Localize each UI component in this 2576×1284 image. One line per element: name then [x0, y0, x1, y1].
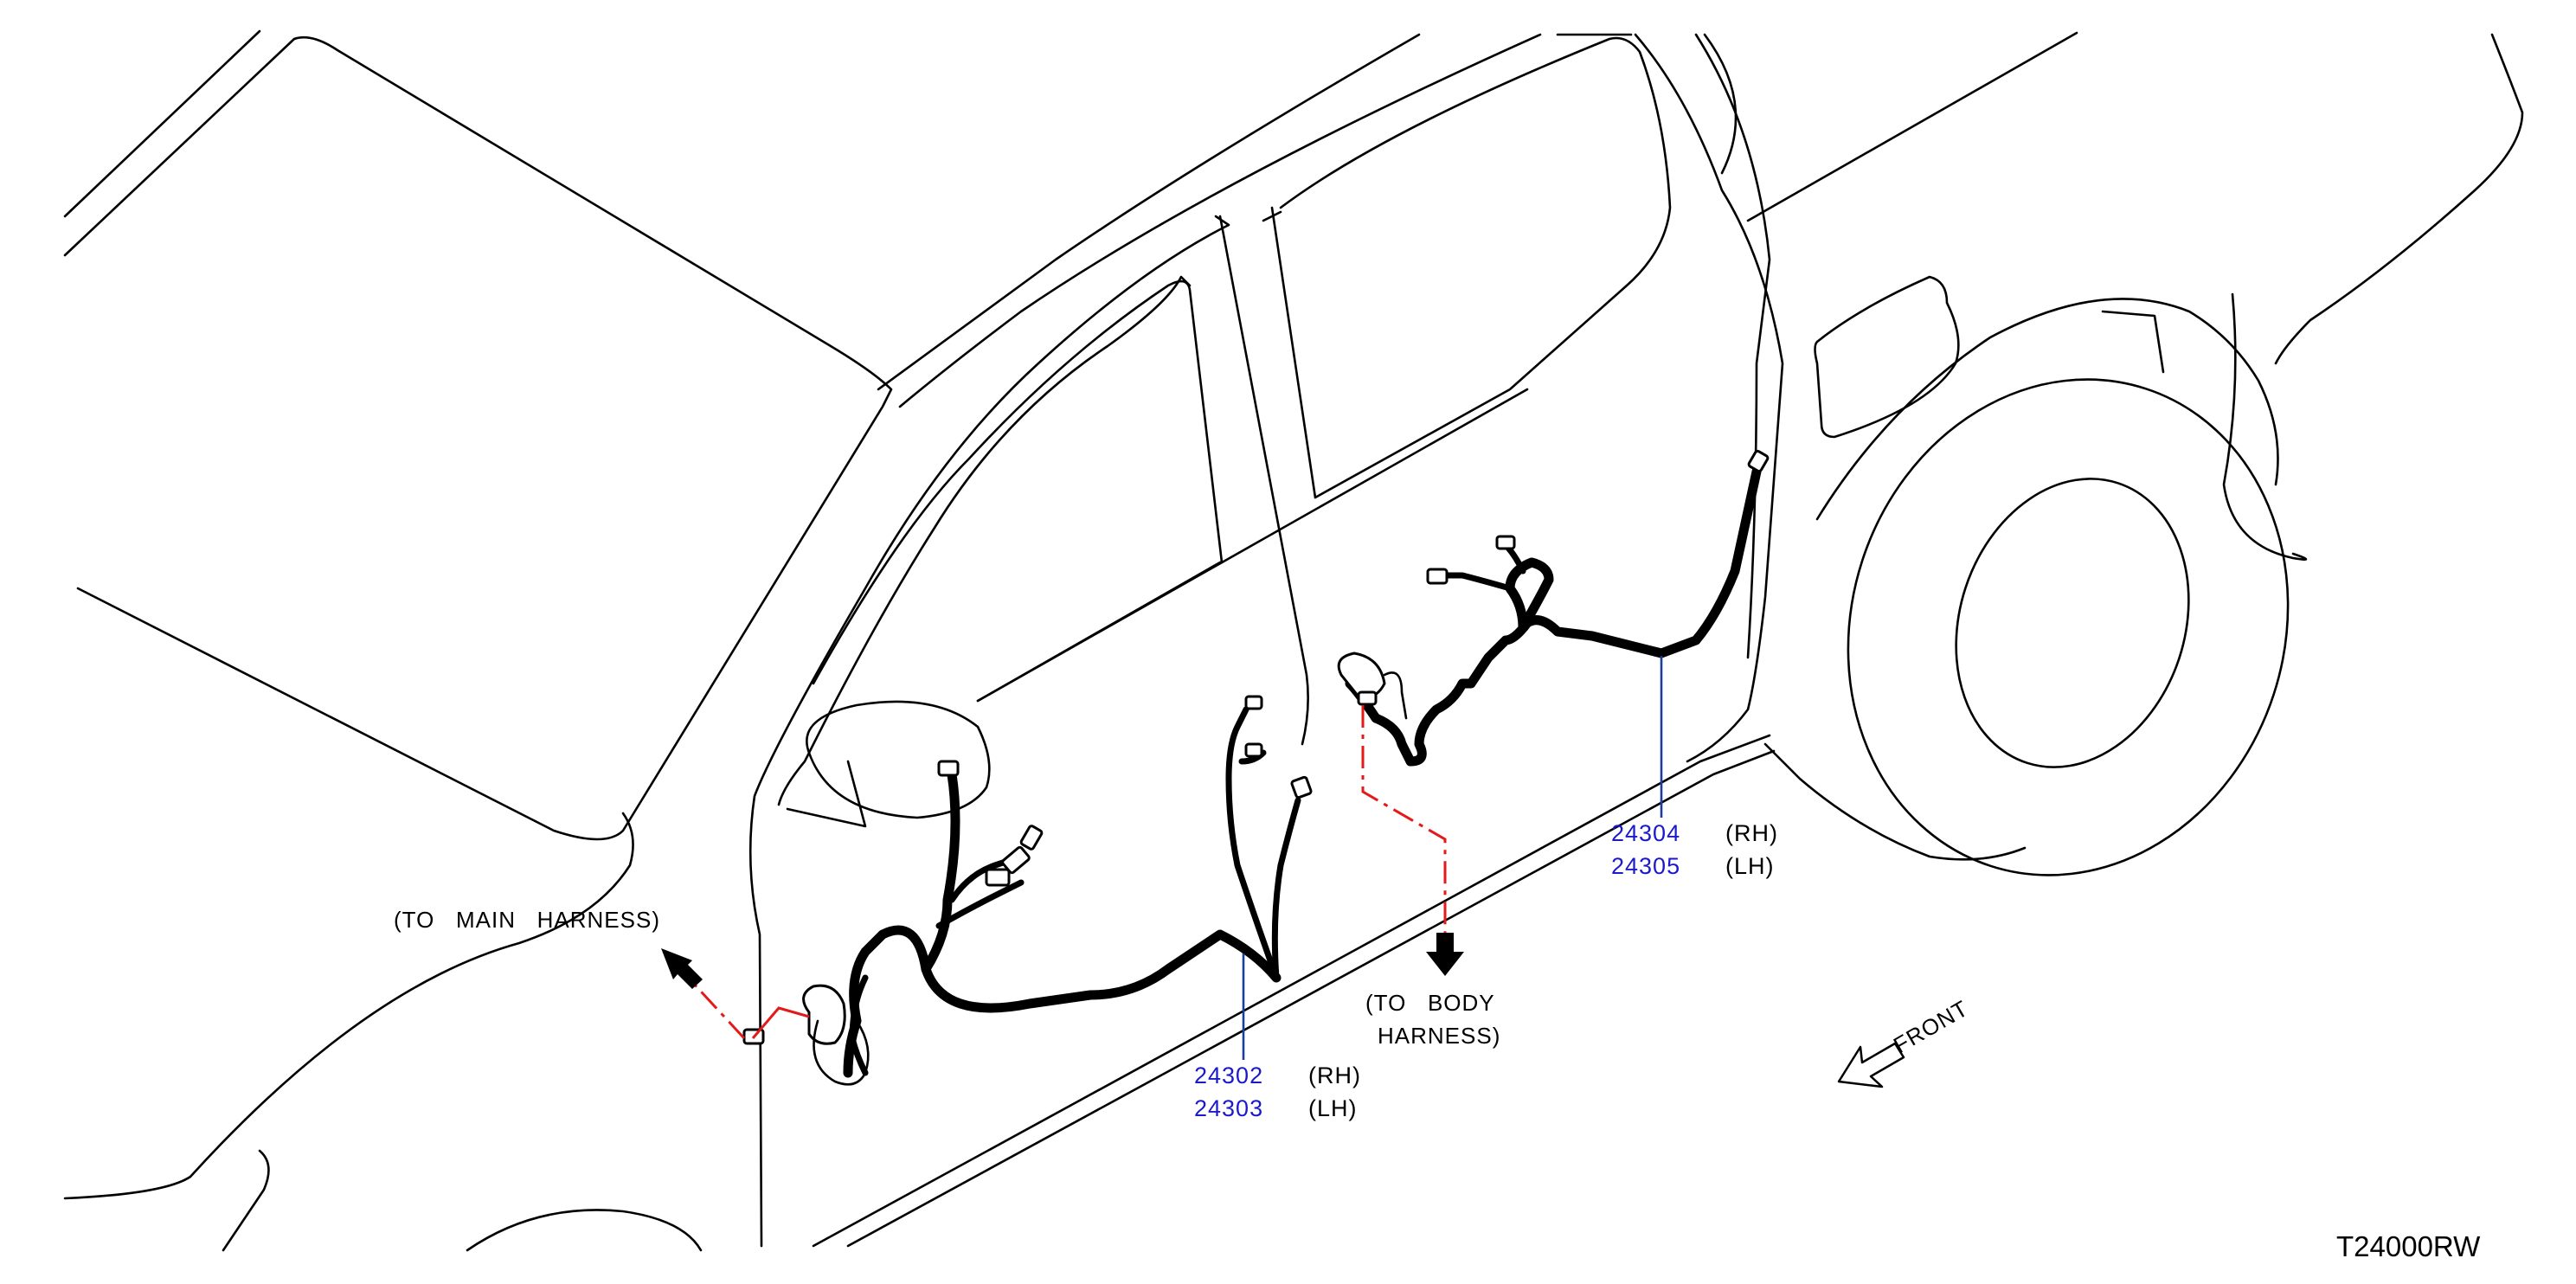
connector-rear-1 [1426, 568, 1449, 585]
fuel-lid-outline [1814, 275, 1960, 439]
vehicle-body-outline [63, 29, 2524, 1252]
part-side-rear-lh: (LH) [1725, 853, 1775, 879]
front-door-frame [748, 215, 1230, 1248]
grommet-rear [1337, 652, 1386, 699]
rocker-panel-upper [812, 734, 1771, 1248]
b-pillar [1218, 206, 1317, 746]
front-arrow-icon [1837, 1042, 1905, 1088]
a-pillar-outline [877, 33, 1542, 408]
connector-handle [1290, 775, 1313, 799]
front-window-glass [812, 279, 1224, 703]
connector-switch-1 [1019, 825, 1044, 851]
rear-wheel-arch [1815, 298, 2279, 521]
door-mirror [786, 700, 991, 828]
part-side-front-lh: (LH) [1308, 1095, 1358, 1121]
connector-body [1357, 690, 1378, 706]
front-door-harness [742, 695, 1313, 1086]
to-body-harness-label-line1: (TO BODY [1365, 990, 1495, 1016]
connector-switch-2 [1001, 845, 1031, 875]
rear-tire-outer [1847, 378, 2290, 876]
arrow-to-body-harness [1426, 933, 1464, 976]
part-number-rear-rh: 24304 [1611, 820, 1680, 846]
connector-lock-2 [1244, 742, 1263, 758]
leader-to-main-harness-branch [751, 1006, 810, 1039]
rear-window-glass [1262, 36, 1672, 499]
leader-to-main-harness [691, 980, 746, 1040]
rocker-panel-lower [846, 749, 1776, 1248]
front-door-frame-inner [777, 275, 1192, 806]
leaders [661, 656, 1663, 1060]
to-body-harness-label-line2: HARNESS) [1378, 1023, 1500, 1049]
rear-quarter-outline [1763, 33, 2524, 861]
rear-door-frame [1556, 33, 1784, 763]
part-side-front-rh: (RH) [1308, 1063, 1361, 1088]
connector-mirror [937, 760, 960, 777]
grommet-front [802, 984, 846, 1045]
arrow-to-main-harness [661, 948, 703, 989]
part-number-rear-lh: 24305 [1611, 853, 1680, 879]
front-fender-outline [63, 812, 634, 1200]
front-label: FRONT [1889, 995, 1973, 1058]
c-pillar-outline [1703, 31, 2078, 222]
part-number-front-lh: 24303 [1194, 1095, 1263, 1121]
connector-rear-2 [1495, 535, 1516, 550]
front-wheel-arch [466, 1209, 703, 1252]
part-side-rear-rh: (RH) [1725, 820, 1778, 846]
rear-tire-inner [1955, 478, 2190, 768]
connector-rear-top [1747, 449, 1770, 473]
hood-outline [63, 29, 893, 841]
connector-speaker [985, 868, 1011, 887]
rear-door-harness [1337, 449, 1770, 767]
front-direction-arrow: FRONT [1837, 995, 1973, 1088]
leader-to-body-harness [1361, 705, 1447, 933]
to-main-harness-label: (TO MAIN HARNESS) [394, 907, 660, 933]
figure-code: T24000RW [2336, 1230, 2481, 1262]
connector-lock-1 [1244, 695, 1263, 710]
front-window-beltline [976, 388, 1529, 703]
front-bumper-outline [222, 1149, 270, 1252]
rear-door-frame-inner [1694, 33, 1771, 659]
part-number-front-rh: 24302 [1194, 1063, 1263, 1088]
